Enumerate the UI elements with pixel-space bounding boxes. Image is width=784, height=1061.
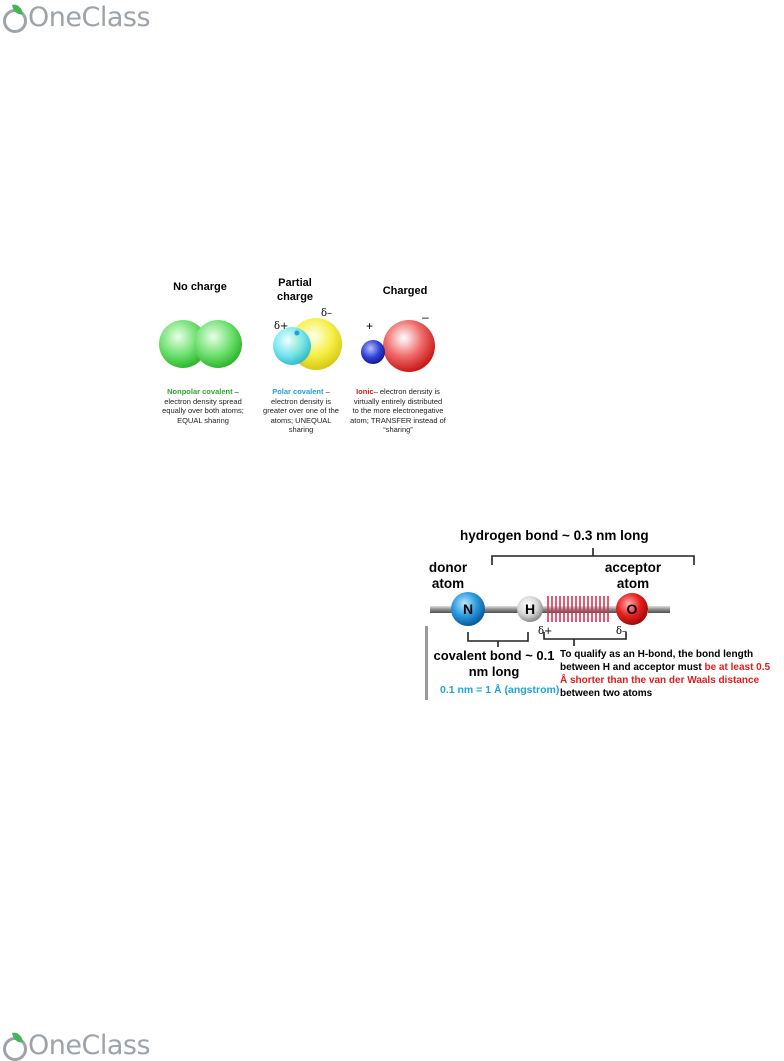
hbond-diagram: N H O δ+ δ–	[425, 548, 695, 700]
electron-dot	[294, 330, 300, 336]
delta-minus-label: δ–	[321, 308, 332, 319]
hbond-title: hydrogen bond ~ 0.3 nm long	[460, 528, 649, 543]
bond-charge-figure: No charge Partial charge Charged	[150, 276, 450, 476]
delta-plus-label: δ+	[274, 321, 288, 332]
donor-atom-label: donor atom	[428, 560, 468, 591]
green-atom-right	[194, 320, 242, 368]
hbond-qualification-note: To qualify as an H-bond, the bond length…	[560, 649, 771, 699]
delta-minus-o: δ–	[616, 626, 627, 637]
bond-rod	[430, 606, 670, 613]
logo-text: OneClass	[28, 2, 151, 33]
oneclass-logo-top: OneClass	[2, 2, 151, 33]
hbond-dashes	[547, 596, 609, 622]
red-ion	[383, 320, 435, 372]
oxygen-atom	[616, 593, 648, 625]
n-label: N	[463, 601, 473, 617]
covalent-bond-label: covalent bond ~ 0.1 nm long	[433, 648, 555, 679]
h-label: H	[525, 601, 535, 617]
angstrom-conversion: 0.1 nm = 1 Å (angstrom)	[440, 684, 560, 696]
hbond-length-bracket	[543, 632, 627, 640]
oneclass-logo-bottom: OneClass	[2, 1030, 151, 1061]
acceptor-atom-label: acceptor atom	[604, 560, 662, 591]
blue-ion	[361, 340, 385, 364]
hydrogen-bond-figure: hydrogen bond ~ 0.3 nm long	[424, 520, 774, 720]
logo-text: OneClass	[28, 1030, 151, 1061]
covalent-bracket	[467, 632, 529, 642]
molecule-diagrams: δ+ δ– + –	[159, 308, 435, 372]
oneclass-leaf-icon	[2, 2, 28, 33]
title-partial-charge: Partial charge	[276, 277, 314, 303]
green-atom-left	[159, 320, 207, 368]
desc-polar: Polar covalent – electron density is gre…	[263, 387, 339, 434]
desc-ionic: Ionic– electron density is virtually ent…	[350, 387, 446, 434]
o-label: O	[627, 601, 638, 617]
delta-plus-h: δ+	[538, 626, 552, 637]
nitrogen-atom	[451, 592, 485, 626]
hydrogen-atom	[517, 596, 543, 622]
cyan-atom	[273, 327, 311, 365]
desc-nonpolar: Nonpolar covalent – electron density spr…	[162, 387, 244, 425]
oneclass-leaf-icon	[2, 1030, 28, 1061]
title-no-charge: No charge	[173, 281, 227, 293]
plus-label: +	[366, 319, 373, 333]
minus-label: –	[422, 310, 429, 324]
margin-bar	[425, 626, 428, 700]
title-charged: Charged	[382, 285, 428, 297]
